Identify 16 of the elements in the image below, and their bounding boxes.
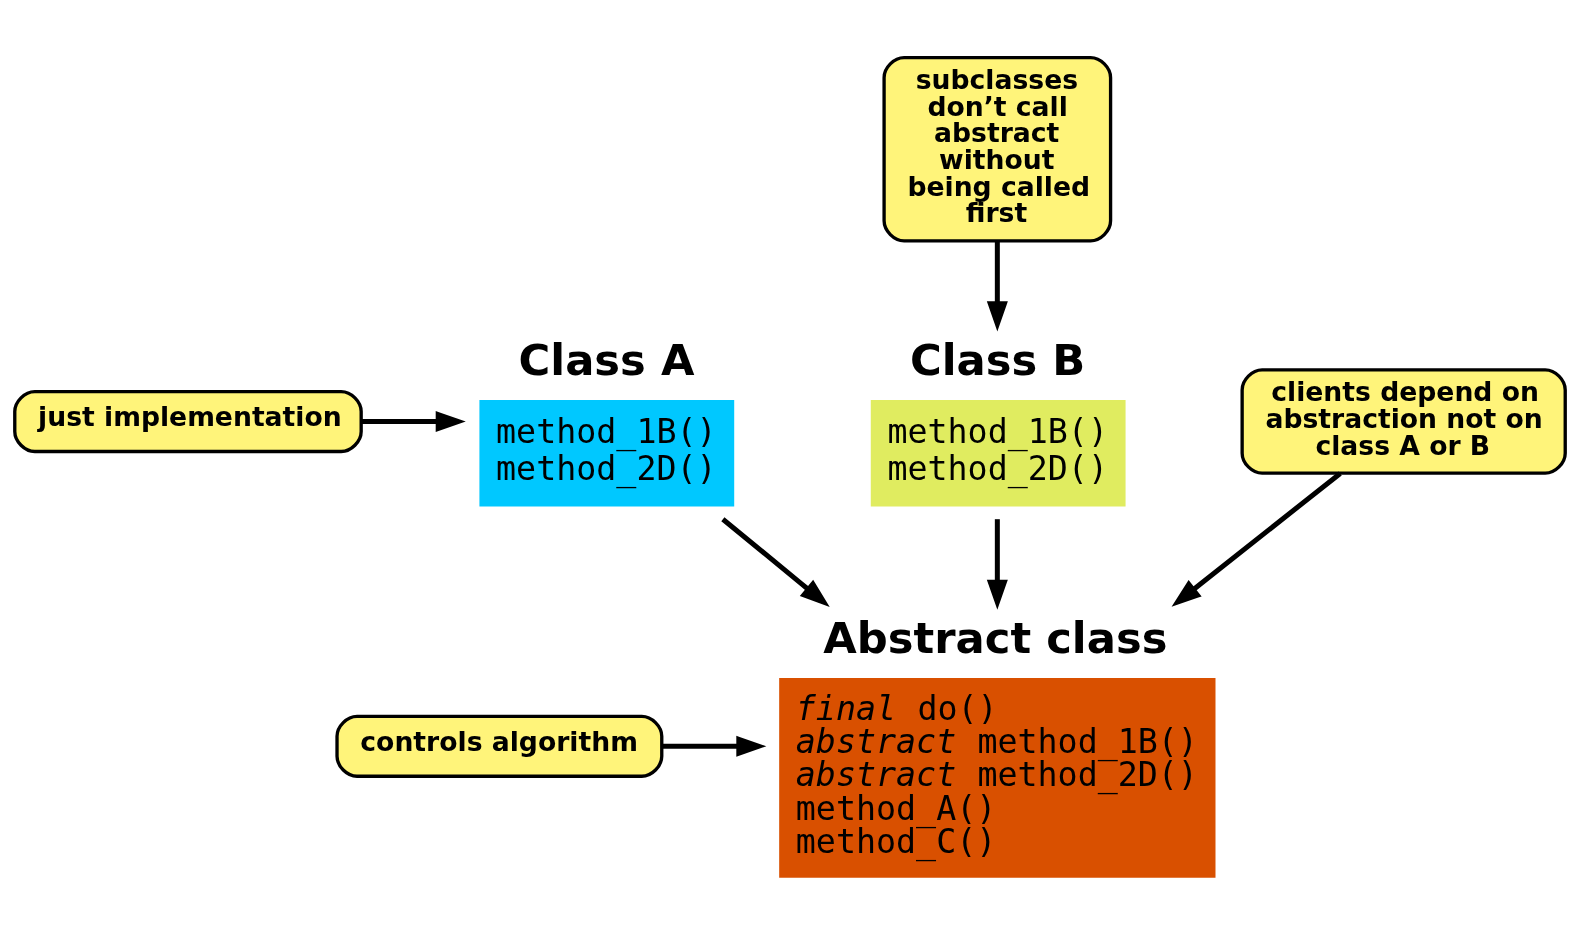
arrow [361, 410, 466, 432]
node-box: subclasses don’t call abstract without being called first [882, 55, 1113, 242]
node-box: clients depend on abstraction not on class A or B [1240, 367, 1567, 475]
arrow [986, 518, 1008, 610]
arrow [661, 735, 767, 757]
arrow [1171, 470, 1342, 607]
node-box: method_1B() method_2D() [870, 399, 1126, 506]
node-box: final do() abstract method_1B() abstract method_2D() method_A() method_C() [779, 677, 1216, 878]
node-label: Class B [909, 334, 1086, 385]
node-box: method_1B() method_2D() [479, 399, 735, 506]
node-box: controls algorithm [335, 714, 664, 778]
arrow [986, 240, 1008, 331]
node-label: Abstract class [823, 612, 1168, 663]
arrow [721, 516, 830, 607]
node-box: just implementation [13, 389, 363, 453]
node-label: Class A [518, 334, 695, 385]
